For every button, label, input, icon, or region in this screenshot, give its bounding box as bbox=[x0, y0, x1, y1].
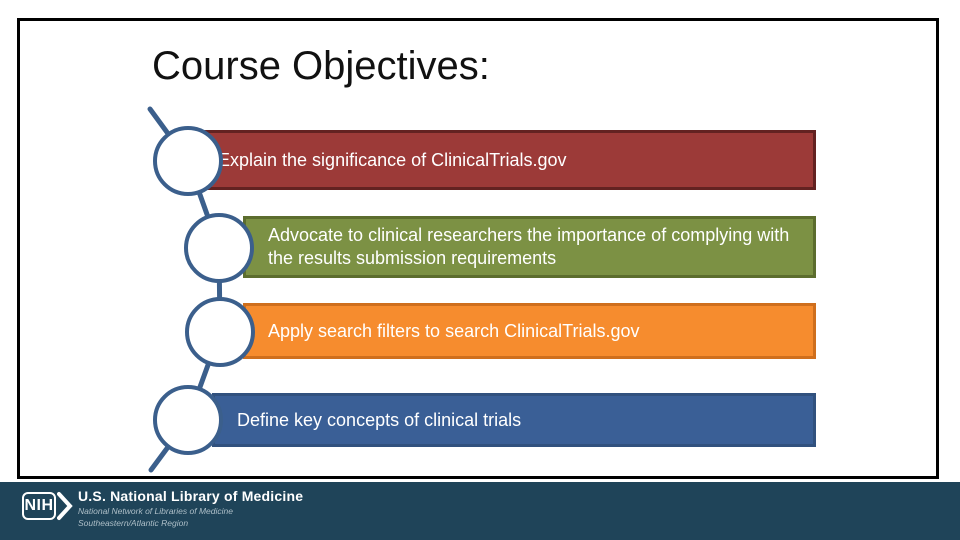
slide-title: Course Objectives: bbox=[152, 44, 490, 88]
footer-network-name: National Network of Libraries of Medicin… bbox=[78, 506, 233, 516]
footer-text-block: U.S. National Library of Medicine Nation… bbox=[78, 488, 303, 528]
objective-bar-3: Apply search filters to search ClinicalT… bbox=[243, 303, 816, 359]
footer-org-name: U.S. National Library of Medicine bbox=[78, 488, 304, 504]
objective-label-4: Define key concepts of clinical trials bbox=[237, 409, 522, 430]
footer-band: NIH U.S. National Library of Medicine Na… bbox=[0, 482, 960, 540]
objective-bar-1: Explain the significance of ClinicalTria… bbox=[193, 130, 816, 190]
objective-label-2: Advocate to clinical researchers the imp… bbox=[268, 225, 790, 268]
nih-logo: NIH bbox=[22, 491, 73, 521]
nih-chevron-icon bbox=[57, 492, 73, 520]
objective-label-3: Apply search filters to search ClinicalT… bbox=[268, 320, 640, 341]
objective-bar-4: Define key concepts of clinical trials bbox=[212, 393, 816, 447]
footer-region-name: Southeastern/Atlantic Region bbox=[78, 518, 189, 528]
objective-bar-2: Advocate to clinical researchers the imp… bbox=[243, 216, 816, 278]
nih-logo-text: NIH bbox=[24, 497, 54, 514]
objective-label-1: Explain the significance of ClinicalTria… bbox=[218, 149, 567, 170]
nih-logo-box: NIH bbox=[22, 492, 56, 520]
